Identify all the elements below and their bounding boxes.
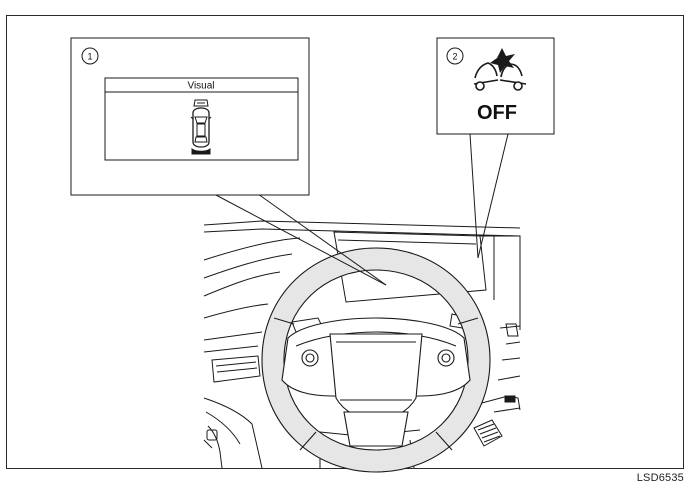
callout-1-box: 1 Visual [70, 37, 310, 196]
collision-warning-off-icon [473, 48, 527, 91]
callout-2-box: 2 OFF [436, 37, 555, 135]
callout-leaders [213, 133, 509, 286]
indicator-off-text: OFF [477, 102, 517, 124]
callout-2-number-circle [446, 47, 464, 65]
steering-wheel [261, 247, 491, 473]
car-top-view-icon [190, 99, 212, 155]
callout-1-number: 1 [87, 52, 92, 62]
callout-1-number-circle [81, 47, 99, 65]
screen-title: Visual [187, 81, 214, 92]
callout-2-number: 2 [452, 52, 457, 62]
figure-code: LSD6535 [636, 472, 684, 484]
